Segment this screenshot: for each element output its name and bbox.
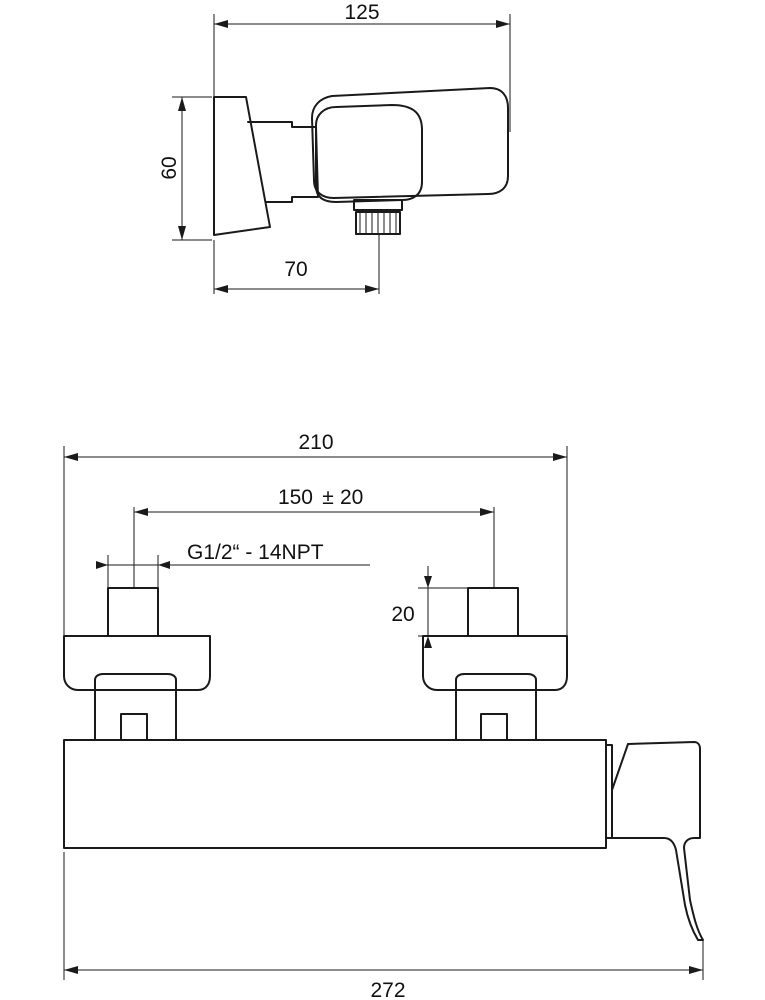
front-view: 210 150 ± 20 G1/2“ - 14NPT 20 [63,431,704,1000]
right-nut-slot [480,713,508,741]
tolerance-sign: ± [322,486,334,509]
right-connector [422,587,568,741]
dimension-depth-label: 70 [284,258,307,281]
left-escutcheon [63,635,211,691]
dimension-depth: 70 [214,258,379,293]
dimension-width: 125 [214,1,510,28]
dimension-spacing: 150 ± 20 [134,486,494,516]
mixer-body [63,739,607,849]
dimension-thread-length: 20 [391,566,432,648]
left-nut-slot [120,713,148,741]
dimension-width-label: 125 [344,1,379,24]
dimension-total-length-label: 272 [370,979,405,1000]
dimension-connection-width-label: 210 [298,431,333,454]
right-thread-stub [467,587,519,637]
dimension-connection-width: 210 [64,431,567,461]
outlet-nut [353,199,403,211]
outlet-thread [355,211,401,235]
dimension-height: 60 [158,97,186,240]
right-escutcheon [422,635,568,691]
wall-plate [213,96,271,236]
dimension-total-length: 272 [64,966,703,1000]
right-nut [455,673,537,741]
left-connector [63,587,211,741]
dimension-spacing-label: 150 [278,486,313,509]
dimension-thread-length-label: 20 [391,603,414,626]
left-thread-stub [107,587,159,637]
mixer-body-side [315,104,423,203]
lever-handle [611,741,704,941]
thread-label: G1/2“ - 14NPT [187,541,324,564]
side-view: 125 60 70 [158,1,511,294]
dimension-spacing-tolerance: 20 [340,486,363,509]
thread-hatching [359,212,397,234]
dimension-height-label: 60 [158,156,181,179]
lever-handle-side [311,87,509,199]
thread-callout: G1/2“ - 14NPT [96,541,370,569]
left-nut [94,673,177,741]
